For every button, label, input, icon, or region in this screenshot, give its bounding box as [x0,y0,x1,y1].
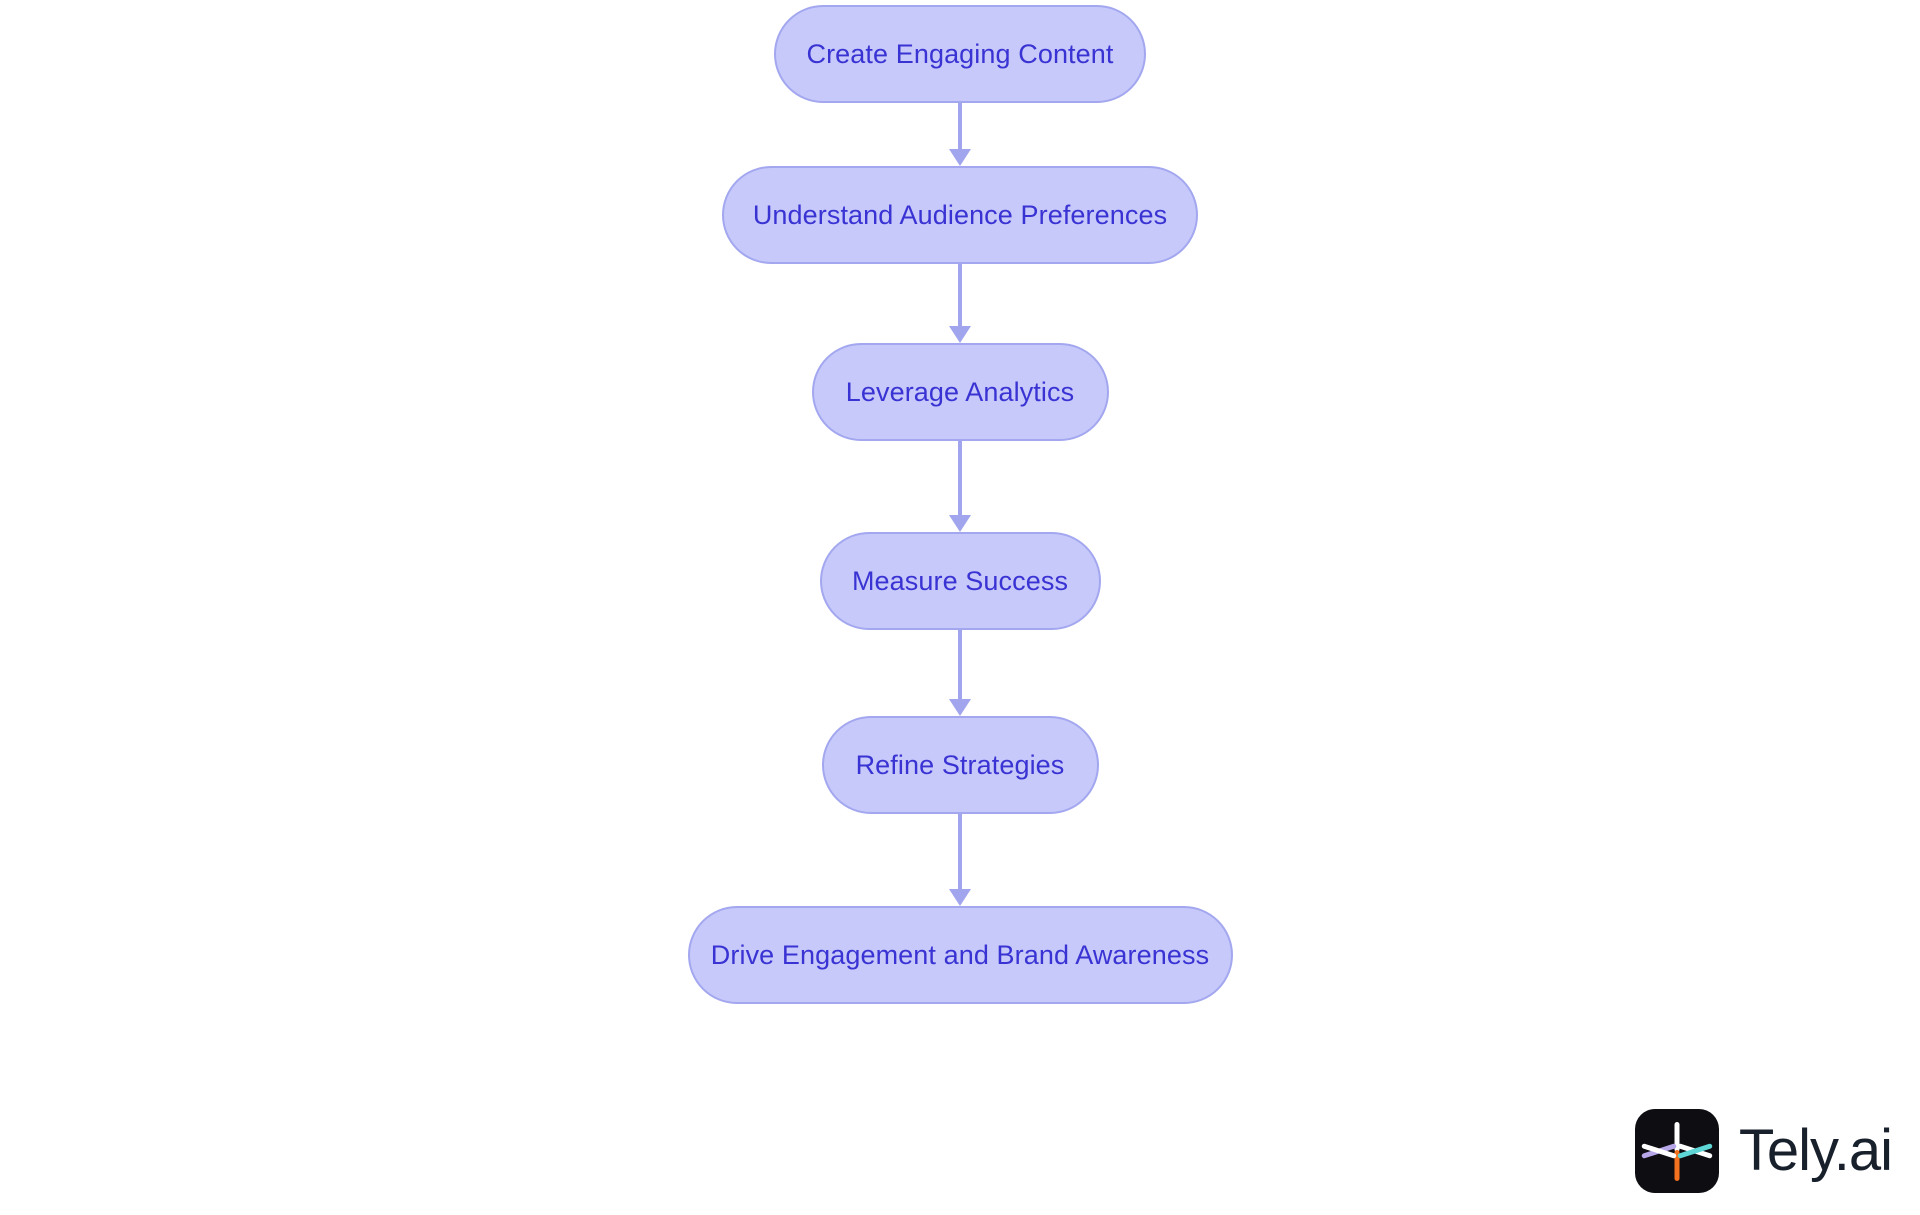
edge-line [958,630,962,700]
flow-node-leverage-analytics[interactable]: Leverage Analytics [811,343,1109,441]
flowchart-node-stack: Create Engaging Content Understand Audie… [687,5,1233,1004]
arrow-head-icon [949,515,971,532]
flow-edge-n3-to-n4 [948,441,972,532]
flow-node-label: Measure Success [851,565,1069,596]
flow-node-label: Leverage Analytics [845,376,1075,407]
edge-line [958,441,962,516]
edge-line [958,814,962,890]
flow-node-label: Understand Audience Preferences [752,199,1168,230]
arrow-head-icon [949,699,971,716]
flow-node-refine-strategies[interactable]: Refine Strategies [821,716,1099,814]
flow-edge-n1-to-n2 [948,103,972,166]
flow-node-label: Drive Engagement and Brand Awareness [710,939,1210,970]
flow-node-understand-audience-preferences[interactable]: Understand Audience Preferences [722,166,1198,264]
arrow-head-icon [949,326,971,343]
tely-ai-logo: Tely.ai [1634,1109,1893,1193]
flow-edge-n5-to-n6 [948,814,972,906]
tely-ai-wordmark: Tely.ai [1738,1118,1893,1183]
flow-node-measure-success[interactable]: Measure Success [819,532,1101,630]
flow-edge-n4-to-n5 [948,630,972,716]
flow-edge-n2-to-n3 [948,264,972,343]
flow-node-create-engaging-content[interactable]: Create Engaging Content [774,5,1146,103]
arrow-head-icon [949,889,971,906]
tely-asterisk-icon [1634,1109,1719,1193]
edge-line [958,103,962,150]
flow-node-label: Create Engaging Content [806,38,1114,69]
arrow-head-icon [949,149,971,166]
flow-node-label: Refine Strategies [855,749,1065,780]
edge-line [958,264,962,327]
flow-node-drive-engagement-and-brand-awareness[interactable]: Drive Engagement and Brand Awareness [687,906,1233,1004]
